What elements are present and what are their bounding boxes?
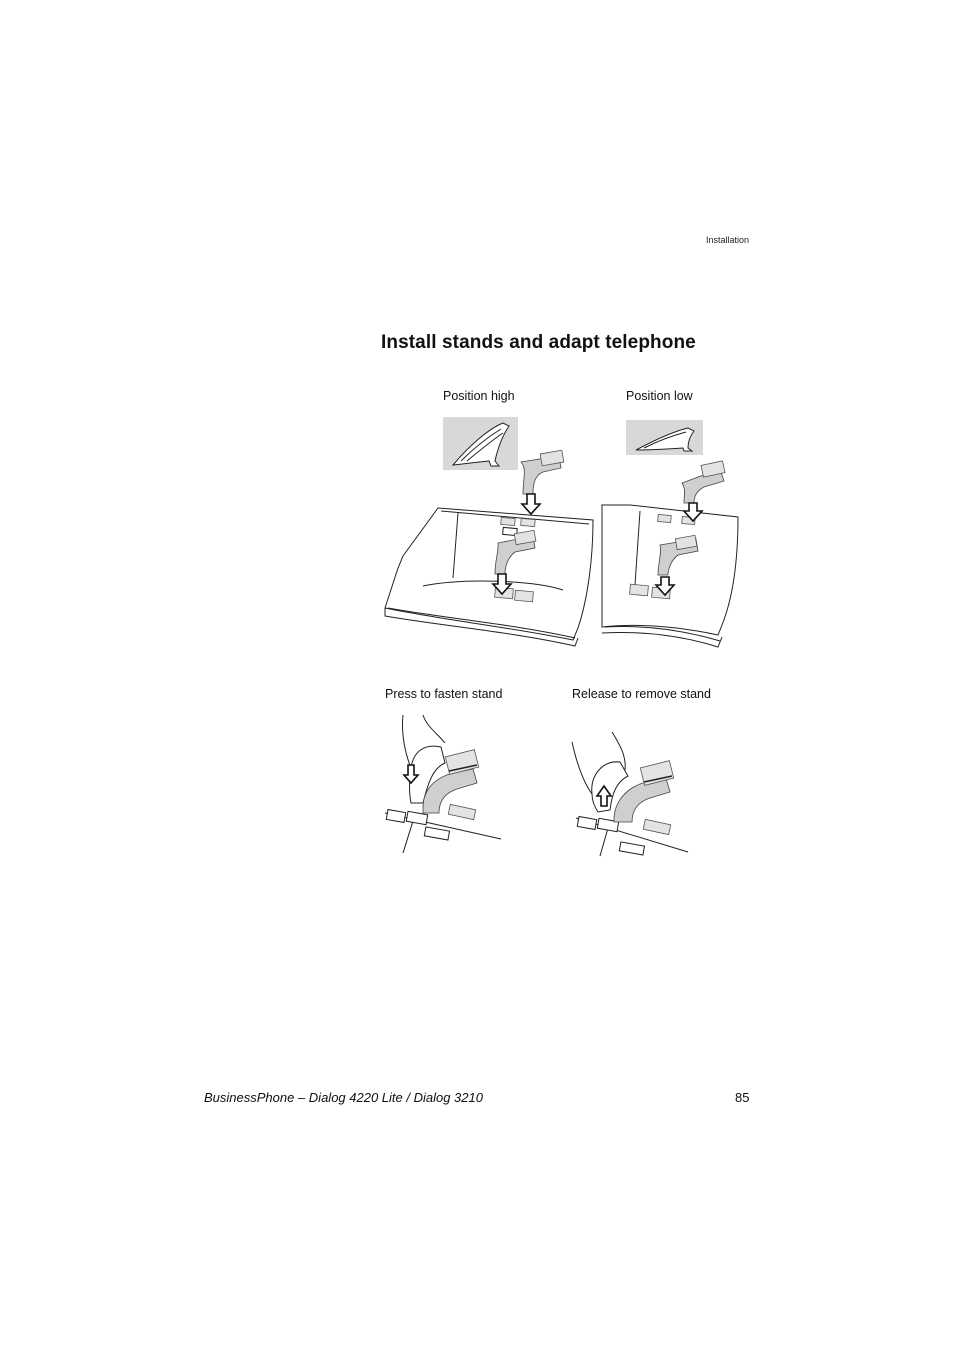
release-to-remove-illustration (571, 731, 689, 857)
page-number: 85 (735, 1090, 750, 1105)
press-to-fasten-illustration (384, 714, 502, 854)
section-label: Installation (705, 235, 749, 245)
phone-underside-high-illustration (384, 449, 594, 647)
phone-high-side-illustration (443, 417, 518, 470)
caption-position-high: Position high (443, 389, 515, 403)
caption-press-to-fasten: Press to fasten stand (385, 687, 503, 701)
caption-release-to-remove: Release to remove stand (572, 687, 711, 701)
footer-product-name: BusinessPhone – Dialog 4220 Lite / Dialo… (204, 1090, 483, 1105)
caption-position-low: Position low (626, 389, 693, 403)
phone-underside-low-illustration (601, 460, 739, 648)
phone-low-side-illustration (626, 420, 703, 455)
page-title: Install stands and adapt telephone (381, 332, 696, 353)
